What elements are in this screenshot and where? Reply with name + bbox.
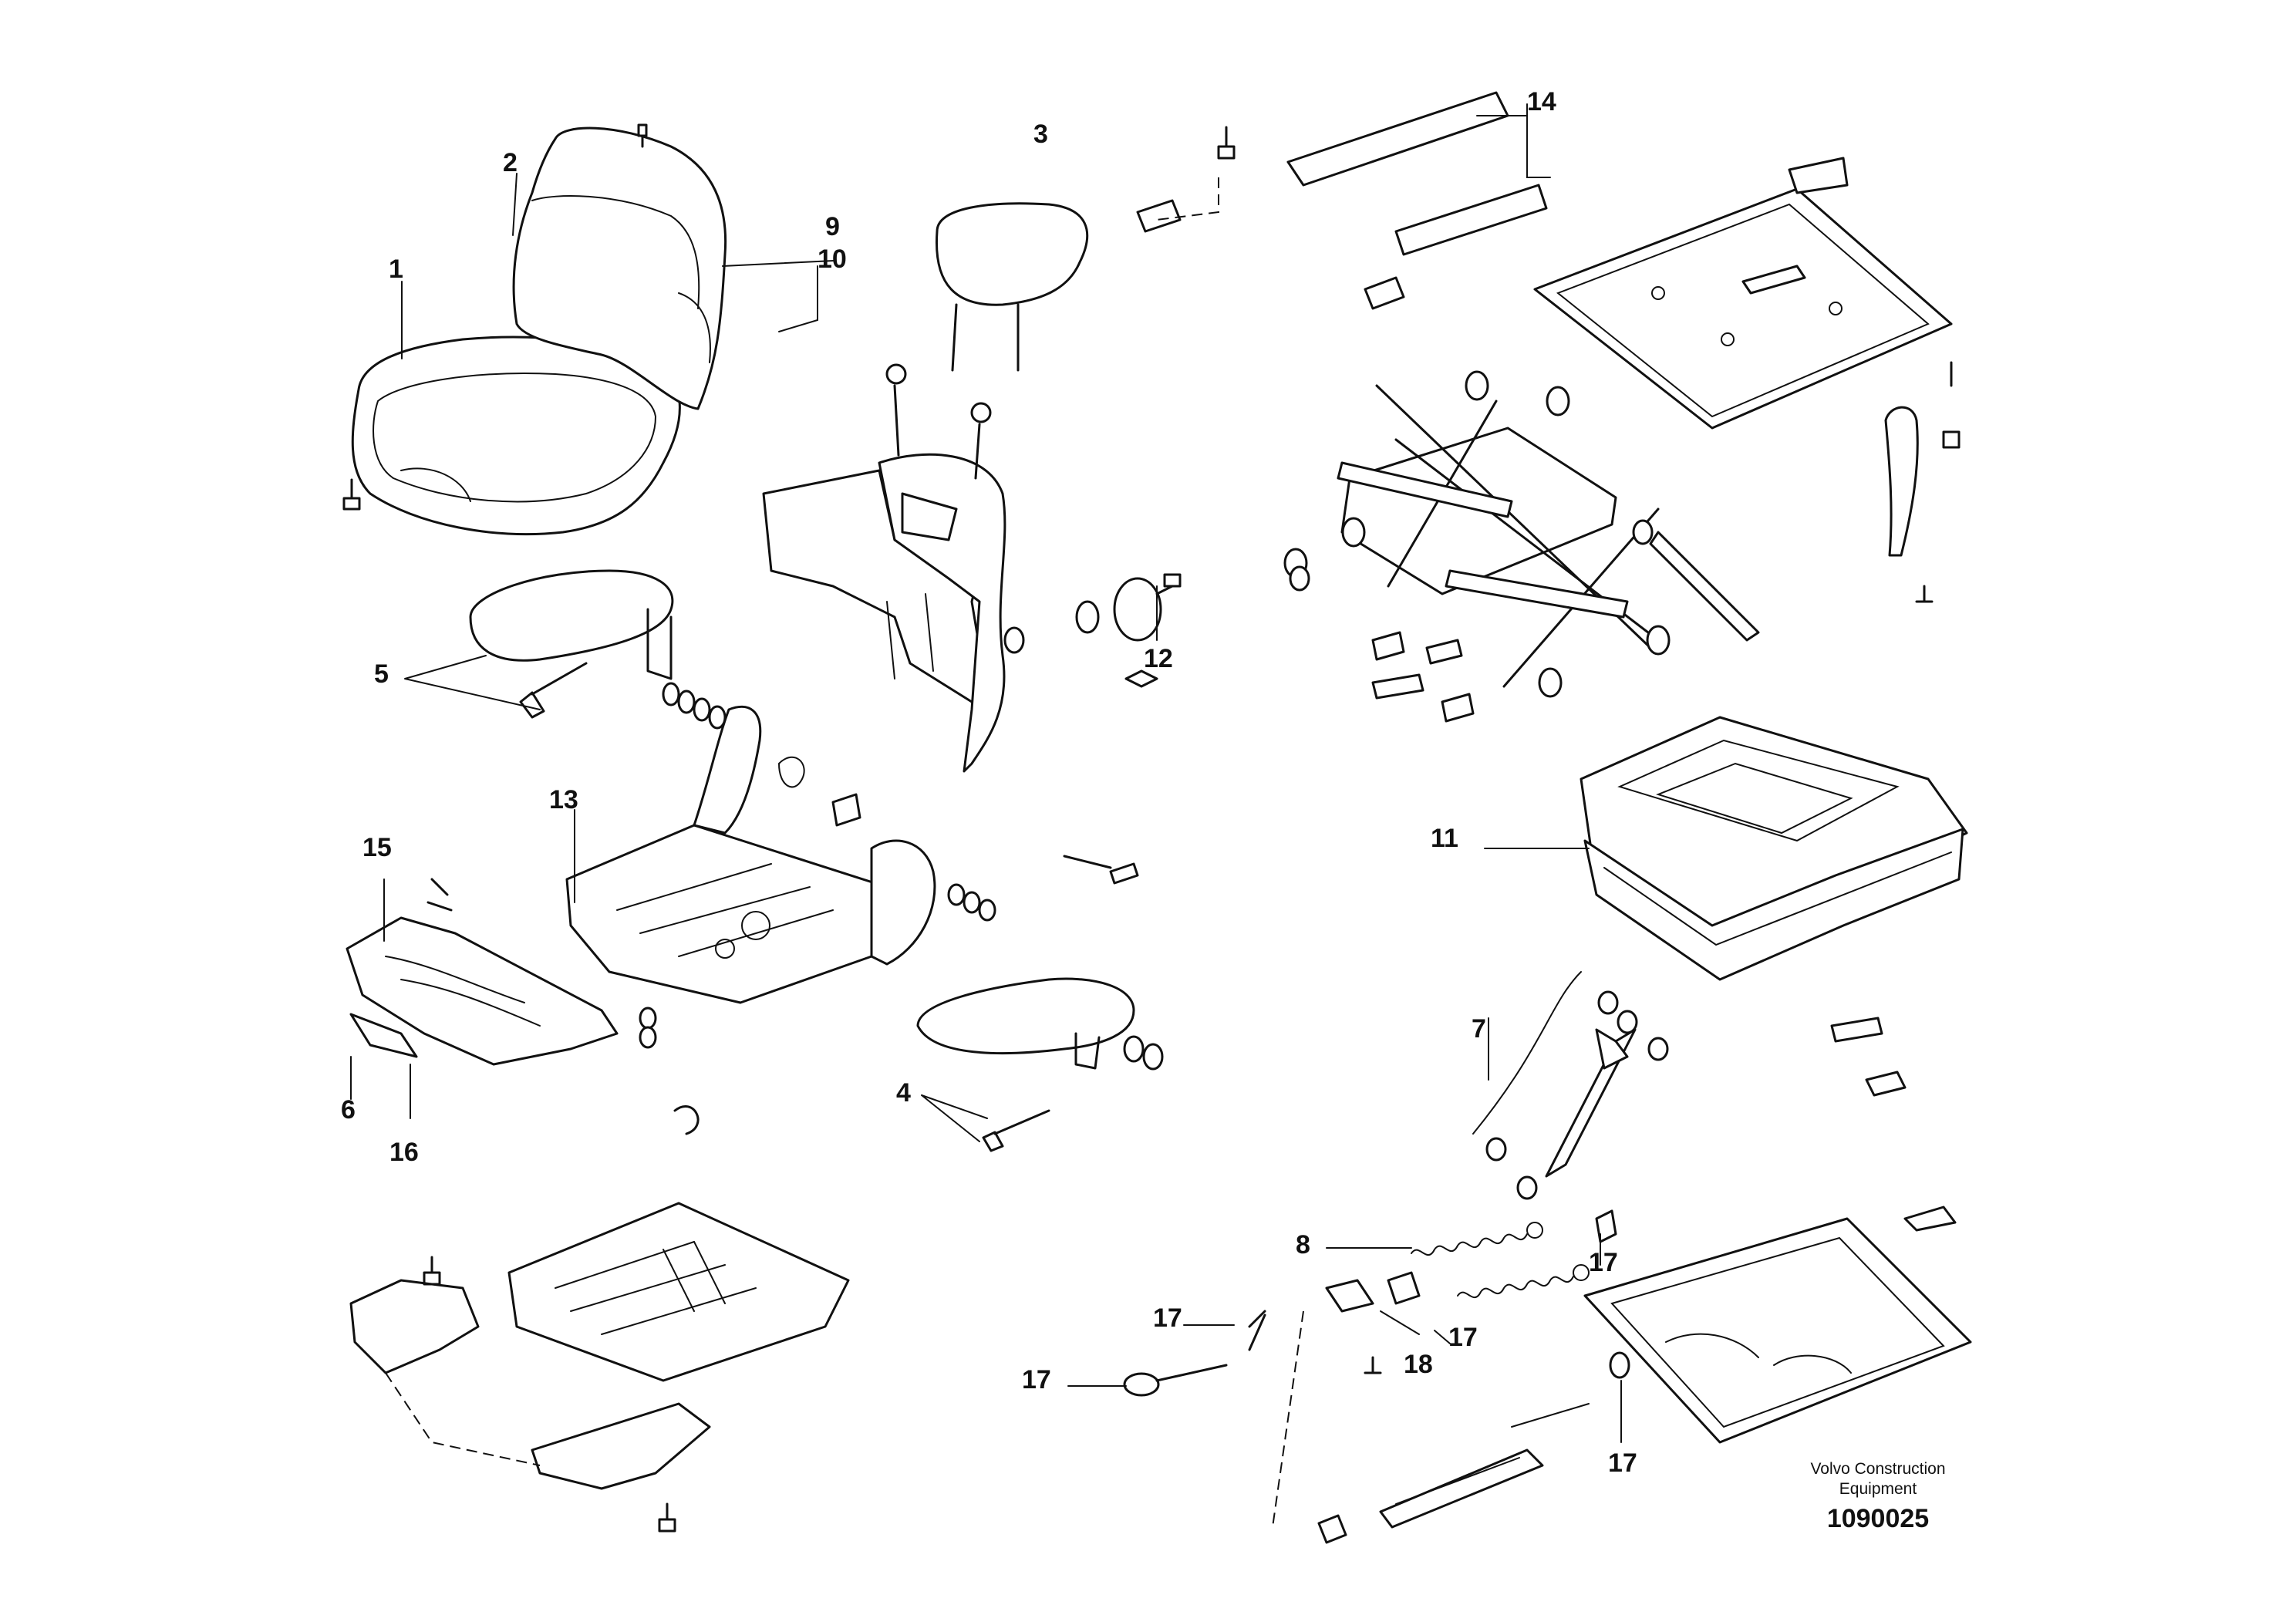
bottom-plate-part [346,878,619,1066]
slide-rail-part [1136,91,1548,310]
backrest-frame-part [762,363,1006,773]
side-strap-part [1884,361,1961,603]
release-lever-part [1317,1403,1590,1544]
callout-17-bracket: 17 [1448,1323,1478,1352]
backrest-part [512,126,727,410]
callout-11: 11 [1431,824,1458,853]
armrest-right-part [916,977,1164,1152]
callout-17-bottom: 17 [1608,1448,1637,1478]
suspension-housing-part [1580,716,1968,981]
seat-frame-part [565,705,936,1004]
callout-12: 12 [1144,644,1173,673]
headrest-part [935,202,1089,372]
base-plate-part [1583,1017,1972,1444]
knob-part [1063,669,1158,885]
fastener-part [423,1105,700,1533]
callout-2: 2 [503,148,518,177]
washer-stack-part [662,682,727,730]
seat-cushion-part [351,336,681,536]
bracket-part [349,1013,418,1058]
callout-9: 9 [825,212,840,241]
adjustment-handle-part [1123,1310,1266,1397]
callout-7: 7 [1472,1014,1486,1044]
top-mounting-plate-part [1533,157,1953,430]
armrest-left-part [469,569,674,719]
credit-line-2: Equipment [1839,1480,1917,1498]
callout-13: 13 [549,785,578,814]
callout-4: 4 [896,1078,911,1108]
gas-spring-part [1472,971,1669,1200]
screw-part [637,123,648,148]
callout-3: 3 [1033,120,1048,149]
callout-17-handle-top: 17 [1153,1303,1182,1333]
washer-part [639,883,996,1049]
callout-15: 15 [362,833,392,862]
credit-line-1: Volvo Construction [1810,1460,1945,1478]
lower-plate-part [507,1202,850,1382]
tension-spring-part [1411,1222,1590,1298]
guide-bracket-part [1371,631,1475,723]
callout-10: 10 [818,244,847,274]
screw-part [342,478,361,511]
callout-1: 1 [389,255,403,284]
callout-18: 18 [1404,1350,1433,1379]
callout-5: 5 [374,659,389,689]
callout-6: 6 [341,1095,356,1125]
callout-8: 8 [1296,1230,1310,1259]
leader-lines [350,103,1622,1443]
callout-17-handle: 17 [1022,1365,1051,1394]
drawing-number: 1090025 [1827,1504,1929,1533]
callout-16: 16 [389,1138,419,1167]
scissor-mechanism-part [1283,370,1760,698]
lower-frame-part [349,1279,711,1490]
lumbar-adjuster-part [1003,573,1182,654]
latch-bracket-part [1272,1209,1630,1528]
callout-17-right: 17 [1589,1248,1618,1277]
callout-14: 14 [1527,87,1556,116]
